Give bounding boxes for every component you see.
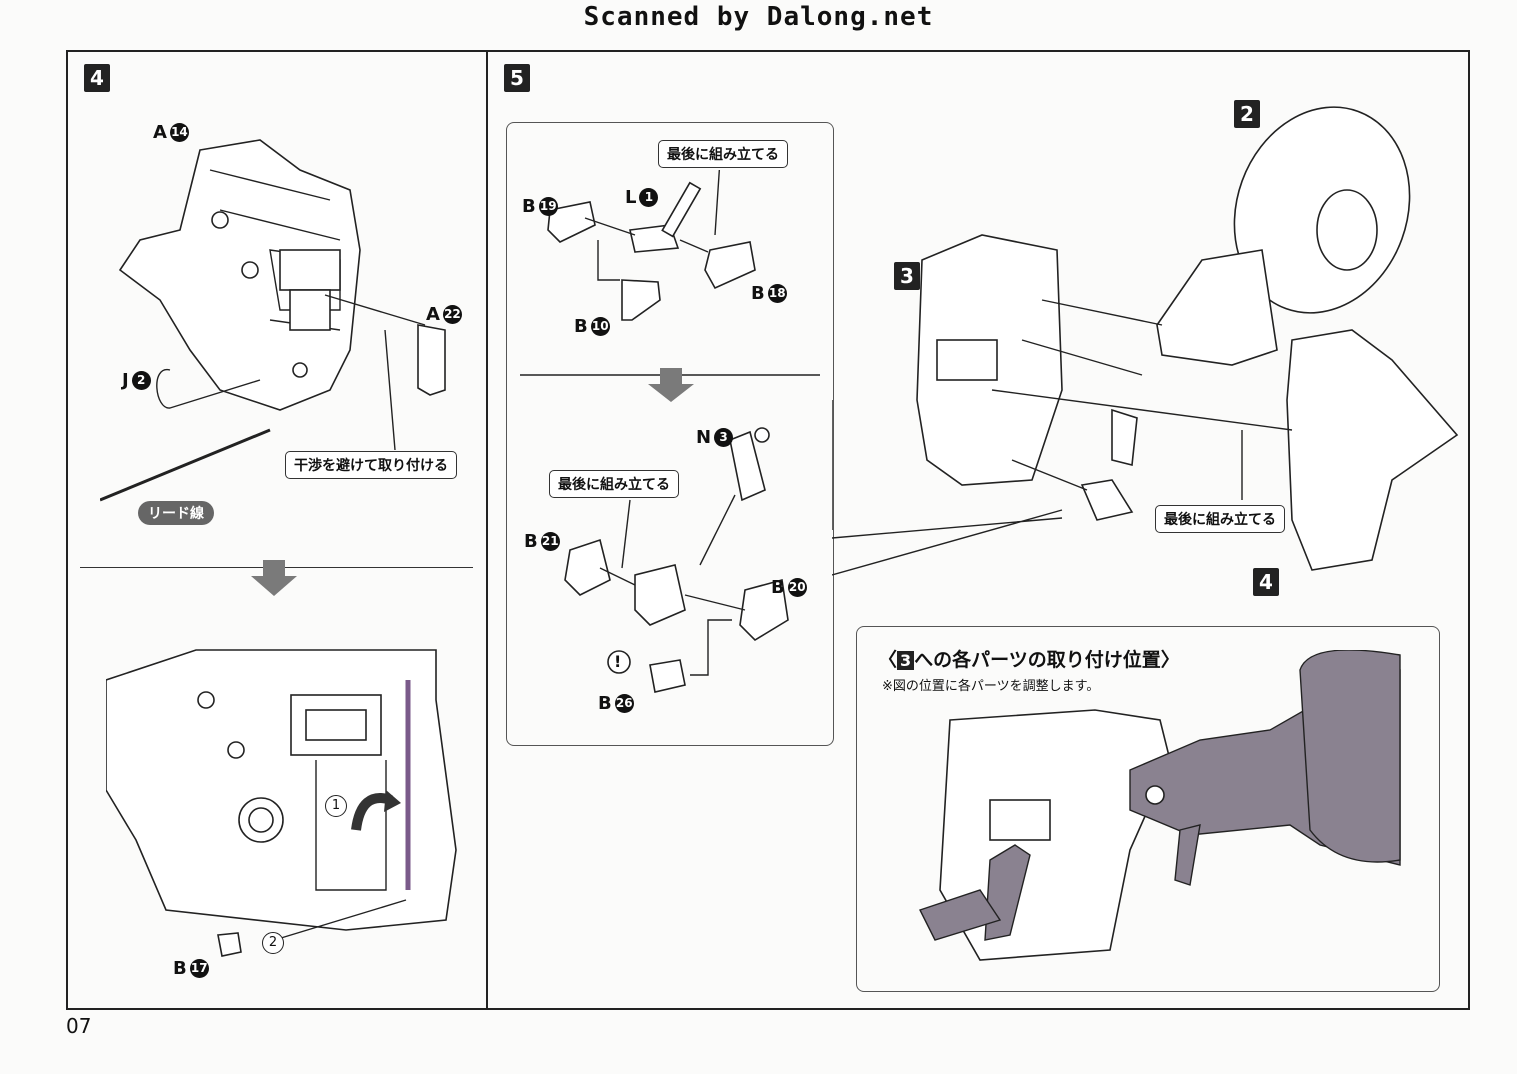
part-letter: A <box>153 122 167 143</box>
callout-avoid-interference: 干渉を避けて取り付ける <box>285 451 457 479</box>
assembly-ref-2: 2 <box>1234 100 1260 128</box>
part-tag-a14: A 14 <box>153 122 189 143</box>
callout-assemble-last-1: 最後に組み立てる <box>658 140 788 168</box>
step5-subassembly-diagram <box>520 170 820 693</box>
instruction-frame <box>66 50 1470 1010</box>
title-text: への各パーツの取り付け位置〉 <box>914 649 1180 671</box>
part-letter: J <box>122 370 129 391</box>
part-letter: B <box>173 958 187 979</box>
down-arrow-icon <box>251 560 297 596</box>
part-tag-b17: B 17 <box>173 958 209 979</box>
part-number: 26 <box>614 694 634 713</box>
step4-frame-diagram <box>100 139 446 502</box>
part-number: 22 <box>442 305 462 324</box>
part-number: 21 <box>540 532 560 551</box>
part-number: 17 <box>189 959 209 978</box>
reference-diagram <box>919 650 1401 961</box>
part-letter: L <box>625 187 637 208</box>
reference-panel <box>856 626 1440 992</box>
part-letter: B <box>574 316 588 337</box>
title-ref-badge: 3 <box>897 651 915 670</box>
part-number: 18 <box>767 284 787 303</box>
part-letter: B <box>771 577 785 598</box>
part-tag-a22: A 22 <box>426 304 462 325</box>
reference-note: ※図の位置に各パーツを調整します。 <box>882 679 1100 694</box>
order-marker-1: 1 <box>325 795 347 817</box>
part-letter: A <box>426 304 440 325</box>
part-tag-j2: J 2 <box>122 370 151 391</box>
part-letter: B <box>751 283 765 304</box>
title-bracket: 〈 <box>878 649 898 671</box>
order-marker-2: 2 <box>262 932 284 954</box>
callout-assemble-last-2: 最後に組み立てる <box>549 470 679 498</box>
step4-closeup-diagram <box>106 649 457 957</box>
step5-subassembly-panel <box>506 122 834 746</box>
part-letter: B <box>598 693 612 714</box>
part-number: 19 <box>538 197 558 216</box>
page-number: 07 <box>66 1014 92 1038</box>
assembly-ref-4: 4 <box>1253 568 1279 596</box>
part-number: 10 <box>590 317 610 336</box>
part-number: 2 <box>131 371 151 390</box>
callout-assemble-last-3: 最後に組み立てる <box>1155 505 1285 533</box>
scan-credit: Scanned by Dalong.net <box>583 2 934 32</box>
part-letter: B <box>522 196 536 217</box>
assembly-ref-3: 3 <box>894 262 920 290</box>
step-5-number: 5 <box>504 64 530 92</box>
lead-wire-label: リード線 <box>138 501 214 525</box>
part-number: 1 <box>639 188 659 207</box>
caution-icon: ! <box>614 652 622 671</box>
step5-assembly-diagram <box>832 106 1459 576</box>
part-number: 20 <box>787 578 807 597</box>
step-4-number: 4 <box>84 64 110 92</box>
part-letter: B <box>524 531 538 552</box>
column-divider <box>486 50 488 1008</box>
part-number: 14 <box>169 123 189 142</box>
part-letter: N <box>696 427 712 448</box>
part-number: 3 <box>714 428 734 447</box>
